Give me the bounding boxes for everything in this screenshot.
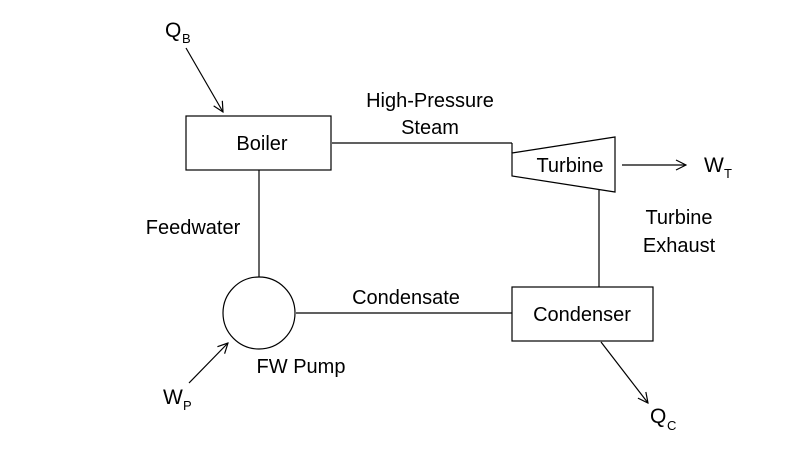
wp-sub: P bbox=[183, 398, 192, 413]
qb-sub: B bbox=[182, 31, 191, 46]
wt-sub: T bbox=[724, 166, 732, 181]
qb-symbol: Q B bbox=[165, 19, 191, 46]
wp-symbol: W P bbox=[163, 386, 192, 413]
turbine-label: Turbine bbox=[536, 155, 603, 177]
steam-label-line2: Steam bbox=[401, 117, 459, 139]
condensate-label: Condensate bbox=[352, 287, 460, 309]
qb-main: Q bbox=[165, 19, 181, 42]
wt-main: W bbox=[704, 154, 724, 177]
pump-label: FW Pump bbox=[257, 356, 346, 378]
feedwater-label: Feedwater bbox=[146, 217, 241, 239]
qc-symbol: Q C bbox=[650, 405, 676, 433]
exhaust-label-line1: Turbine bbox=[645, 207, 712, 229]
heat-input-arrow bbox=[185, 47, 223, 112]
wt-symbol: W T bbox=[704, 154, 732, 181]
qc-main: Q bbox=[650, 405, 666, 428]
turbine-shape bbox=[511, 136, 616, 193]
boiler-box bbox=[185, 115, 332, 171]
wp-main: W bbox=[163, 386, 183, 409]
condenser-label: Condenser bbox=[533, 304, 631, 326]
heat-rejection-arrow bbox=[600, 341, 648, 403]
steam-label-line1: High-Pressure bbox=[366, 90, 494, 112]
exhaust-label-line2: Exhaust bbox=[643, 235, 716, 257]
boiler-label: Boiler bbox=[236, 133, 287, 155]
pump-circle bbox=[222, 276, 296, 350]
condenser-box bbox=[511, 286, 654, 342]
pump-work-arrow bbox=[188, 343, 228, 384]
qc-sub: C bbox=[667, 418, 676, 433]
